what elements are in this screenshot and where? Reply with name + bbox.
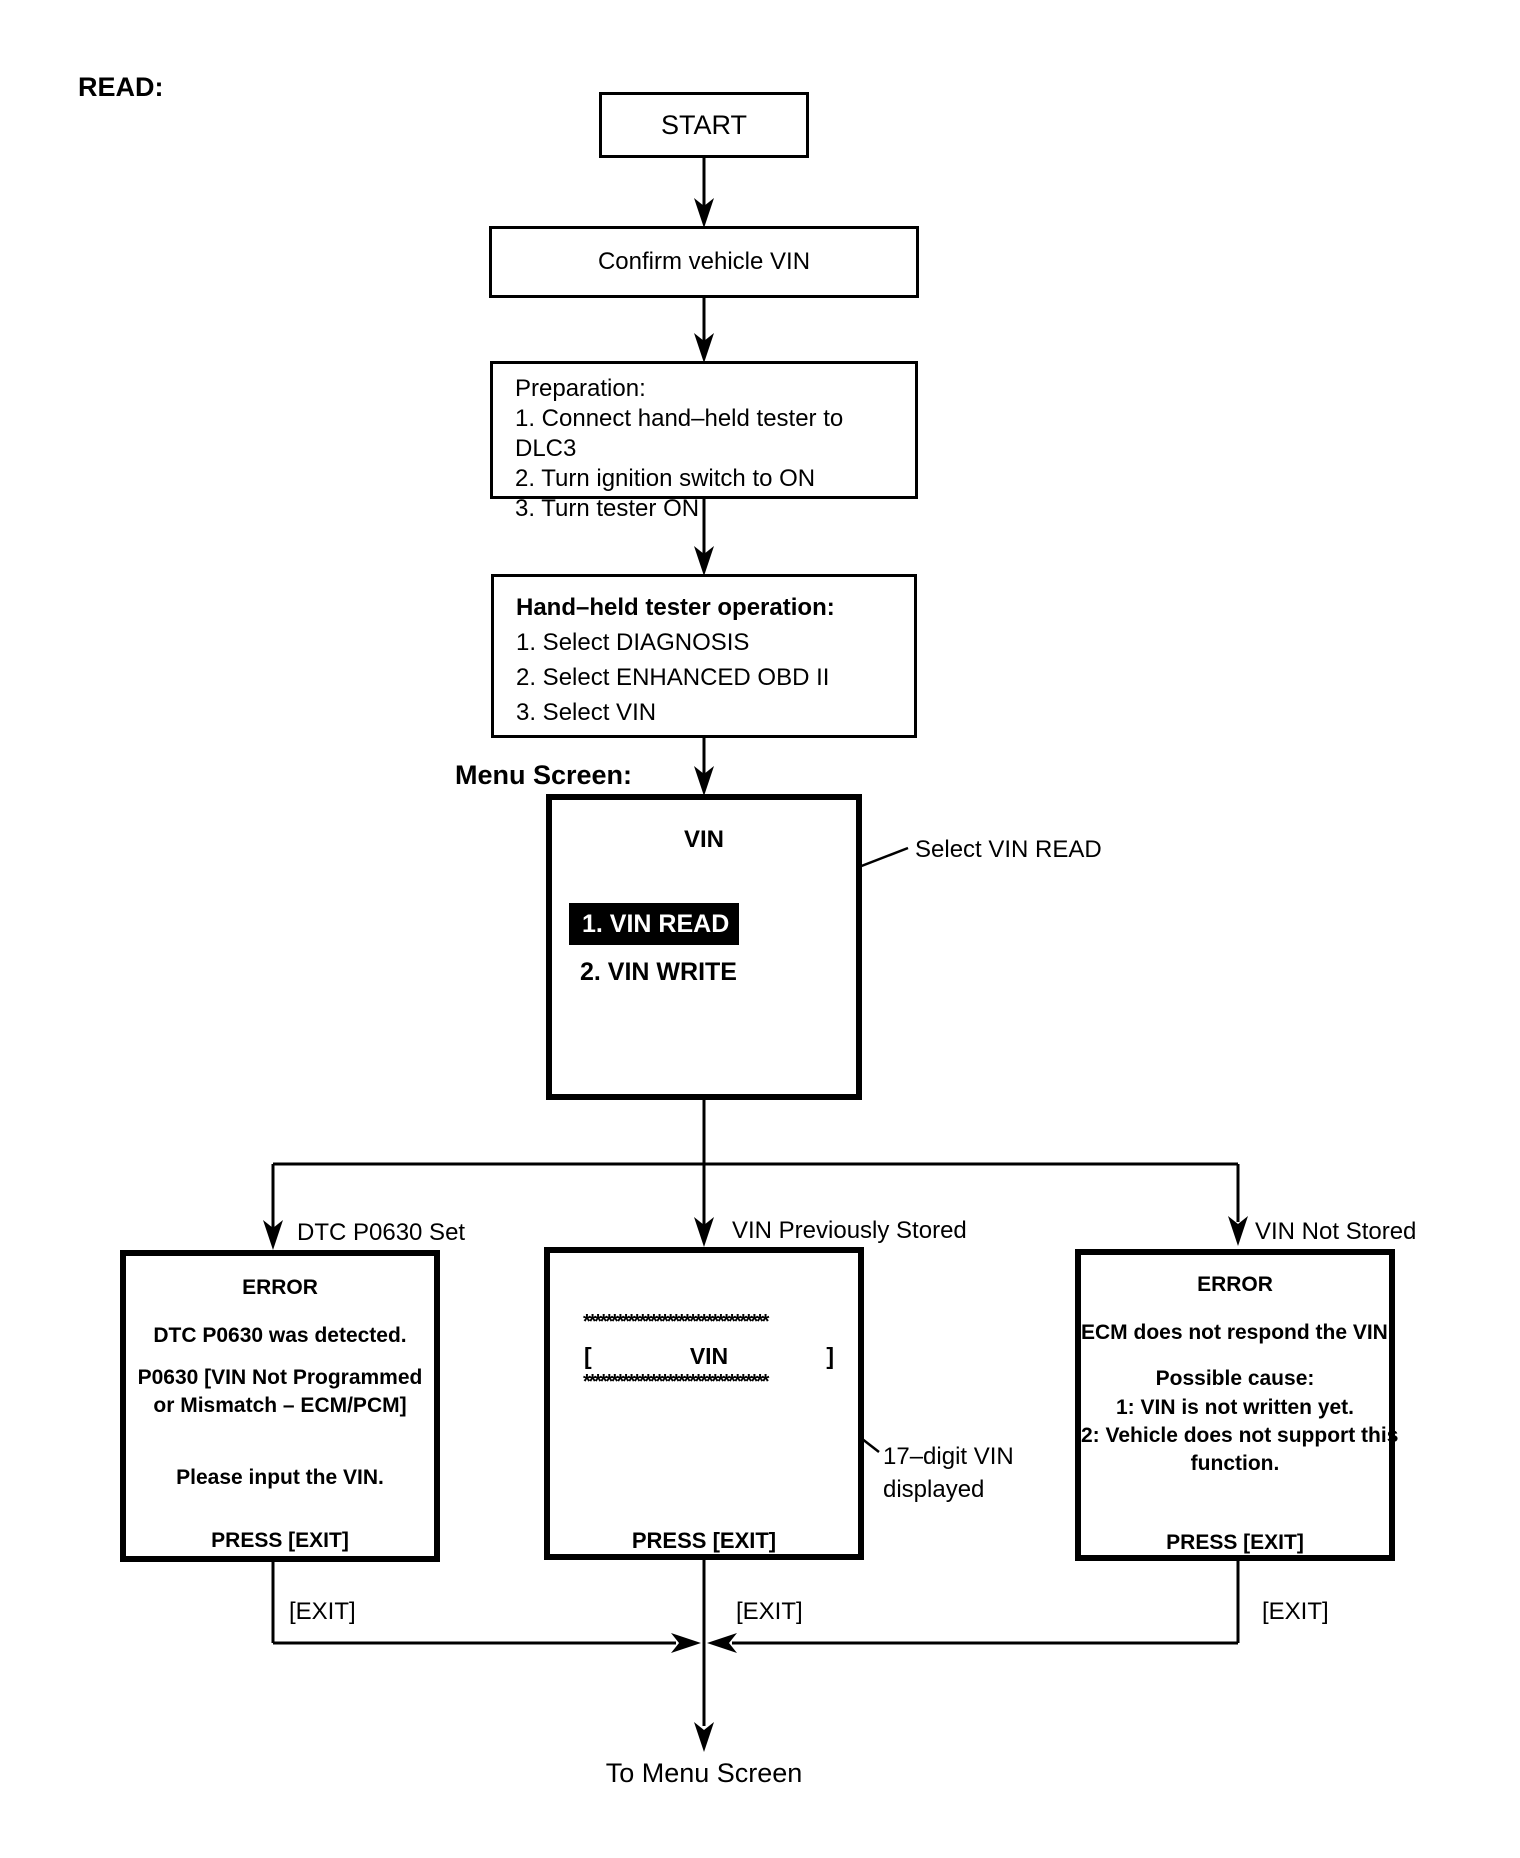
error-right-press-exit: PRESS [EXIT] xyxy=(1166,1531,1304,1554)
menu-item-vin-write: 2. VIN WRITE xyxy=(580,958,737,986)
preparation-step-1: 1. Connect hand–held tester to DLC3 xyxy=(515,405,844,462)
error-right-title: ERROR xyxy=(1197,1273,1273,1296)
vin-display-label: VIN xyxy=(689,1343,729,1369)
start-node-label: START xyxy=(660,109,747,140)
vin-screen-press-exit: PRESS [EXIT] xyxy=(631,1528,777,1553)
error-screen-dtc-p0630: ERROR DTC P0630 was detected. P0630 [VIN… xyxy=(120,1250,440,1562)
arrowhead-branch-right xyxy=(1228,1216,1248,1246)
tester-operation-step-1: 1. Select DIAGNOSIS xyxy=(516,629,750,656)
preparation-title: Preparation: xyxy=(515,375,646,402)
error-left-press-exit: PRESS [EXIT] xyxy=(211,1529,349,1552)
select-vin-read-callout: Select VIN READ xyxy=(915,836,1102,863)
asterisk-row-top: ********************************* xyxy=(583,1311,769,1333)
error-left-title: ERROR xyxy=(242,1276,318,1299)
branch-label-dtc-p0630-set: DTC P0630 Set xyxy=(297,1219,466,1246)
error-right-line-1: ECM does not respond the VIN. xyxy=(1081,1321,1394,1344)
error-screen-vin-not-stored: ERROR ECM does not respond the VIN. Poss… xyxy=(1075,1249,1399,1561)
menu-item-vin-read: 1. VIN READ xyxy=(569,903,739,945)
error-left-line-3: or Mismatch – ECM/PCM] xyxy=(153,1394,407,1417)
exit-label-center: [EXIT] xyxy=(736,1598,803,1625)
to-menu-screen-label: To Menu Screen xyxy=(605,1758,803,1788)
tester-operation-step-2: 2. Select ENHANCED OBD II xyxy=(516,664,830,691)
tester-operation-step-3: 3. Select VIN xyxy=(516,699,657,726)
preparation-step-2: 2. Turn ignition switch to ON xyxy=(515,465,816,492)
error-right-line-5: function. xyxy=(1190,1452,1280,1475)
arrowhead-prep xyxy=(694,333,714,363)
menu-screen-heading: Menu Screen: xyxy=(455,760,633,790)
error-left-line-1: DTC P0630 was detected. xyxy=(153,1324,407,1347)
error-right-line-4: 2: Vehicle does not support this xyxy=(1081,1424,1399,1447)
vin-display-screen: ********************************* [ VIN … xyxy=(544,1247,864,1560)
branch-label-vin-not-stored: VIN Not Stored xyxy=(1255,1218,1417,1245)
vin-close-bracket: ] xyxy=(826,1343,834,1369)
confirm-vin-node: Confirm vehicle VIN xyxy=(489,226,919,298)
arrowhead-confirm xyxy=(694,198,714,228)
arrowhead-to-menu-screen xyxy=(694,1722,714,1752)
vin-open-bracket: [ xyxy=(584,1343,592,1369)
preparation-node: Preparation: 1. Connect hand–held tester… xyxy=(490,361,918,522)
exit-label-right: [EXIT] xyxy=(1262,1598,1329,1625)
branch-label-vin-previously-stored: VIN Previously Stored xyxy=(732,1217,967,1244)
start-node: START xyxy=(599,92,809,158)
vin-digits-callout-line-1: 17–digit VIN xyxy=(883,1443,1014,1470)
error-right-line-2: Possible cause: xyxy=(1155,1367,1315,1390)
vin-menu-screen: VIN 1. VIN READ 2. VIN WRITE xyxy=(546,794,862,1100)
preparation-step-3: 3. Turn tester ON xyxy=(515,495,700,522)
error-left-line-2: P0630 [VIN Not Programmed xyxy=(137,1366,423,1389)
error-left-line-4: Please input the VIN. xyxy=(176,1466,384,1489)
arrowhead-tester xyxy=(694,546,714,576)
tester-operation-node: Hand–held tester operation: 1. Select DI… xyxy=(491,574,917,738)
arrowhead-menu xyxy=(694,766,714,796)
vin-bracket-row: [ VIN ] xyxy=(584,1343,834,1370)
arrowhead-exit-left xyxy=(671,1633,701,1653)
arrowhead-exit-right xyxy=(707,1633,737,1653)
vin-menu-title: VIN xyxy=(683,826,724,853)
arrowhead-branch-left xyxy=(263,1220,283,1250)
tester-operation-title: Hand–held tester operation: xyxy=(516,594,835,621)
vin-digits-callout-line-2: displayed xyxy=(883,1476,985,1503)
read-heading: READ: xyxy=(78,72,164,102)
exit-label-left: [EXIT] xyxy=(289,1598,356,1625)
error-right-line-3: 1: VIN is not written yet. xyxy=(1115,1396,1355,1419)
arrowhead-branch-center xyxy=(694,1217,714,1247)
asterisk-row-bottom: ********************************* xyxy=(583,1371,769,1393)
confirm-vin-label: Confirm vehicle VIN xyxy=(597,248,811,275)
